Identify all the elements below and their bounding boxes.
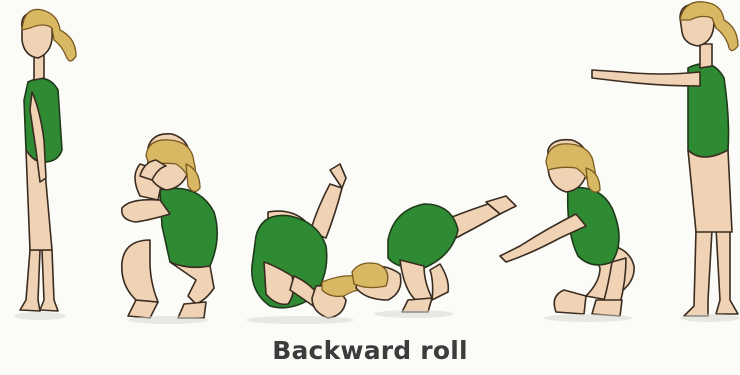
figure-pushing-over	[352, 196, 516, 312]
figure-crouch-hands-by-ears	[122, 134, 217, 318]
figure-landing-crouch	[500, 140, 634, 316]
figure-standing-start	[20, 9, 76, 311]
figure-caption: Backward roll	[0, 336, 740, 365]
figure-rolling-back	[252, 164, 372, 318]
